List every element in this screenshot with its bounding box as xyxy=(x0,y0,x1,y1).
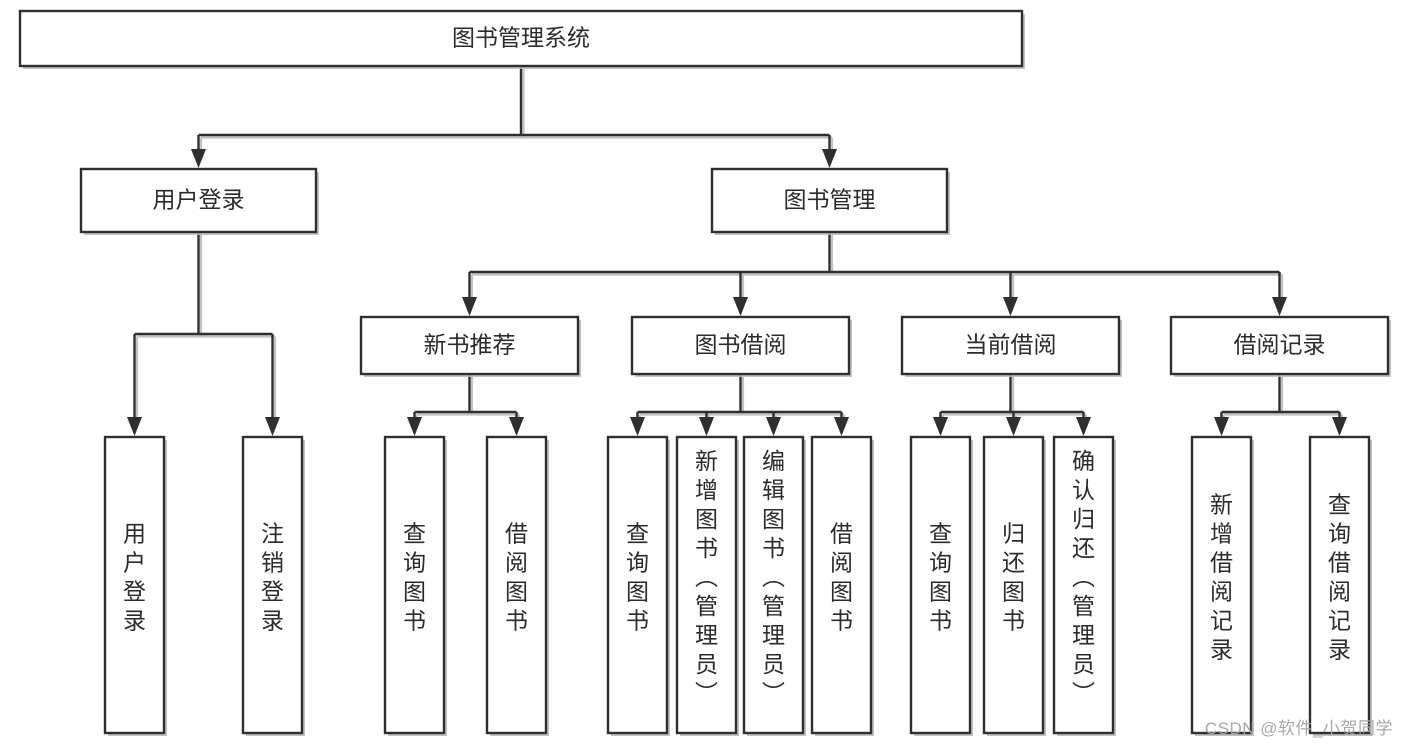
node-label: 当前借阅 xyxy=(965,332,1057,358)
node-leaf-query-book-2[interactable]: 查询图书 xyxy=(606,435,670,736)
arrowhead-icon xyxy=(699,417,714,436)
node-label: 用户登录 xyxy=(123,521,146,634)
arrowhead-icon xyxy=(509,417,524,436)
node-label: 借阅图书 xyxy=(505,521,528,634)
arrowhead-icon xyxy=(630,417,645,436)
node-leaf-borrow-book-1[interactable]: 借阅图书 xyxy=(485,435,549,736)
node-leaf-user-login[interactable]: 用户登录 xyxy=(103,435,167,736)
arrowhead-icon xyxy=(933,417,948,436)
node-user-login[interactable]: 用户登录 xyxy=(79,167,319,235)
node-label: 新增图书︵管理员︶ xyxy=(695,448,718,706)
node-book-manage[interactable]: 图书管理 xyxy=(710,167,950,235)
node-root[interactable]: 图书管理系统 xyxy=(18,9,1025,69)
arrowhead-icon xyxy=(191,149,206,168)
node-label: 图书管理 xyxy=(784,187,876,213)
node-label: 注销登录 xyxy=(261,521,284,634)
arrowhead-icon xyxy=(733,297,748,316)
node-leaf-return-book[interactable]: 归还图书 xyxy=(982,435,1046,736)
node-leaf-borrow-book-2[interactable]: 借阅图书 xyxy=(810,435,874,736)
node-leaf-query-book-3[interactable]: 查询图书 xyxy=(909,435,973,736)
node-label: 查询图书 xyxy=(626,521,649,634)
watermark-text: CSDN @软件_小贺同学 xyxy=(1204,719,1393,738)
arrowhead-icon xyxy=(834,417,849,436)
arrowhead-icon xyxy=(265,417,280,436)
node-current-borrow[interactable]: 当前借阅 xyxy=(900,315,1122,377)
arrowhead-icon xyxy=(1272,297,1287,316)
node-leaf-add-book[interactable]: 新增图书︵管理员︶ xyxy=(675,435,739,736)
node-label: 借阅图书 xyxy=(830,521,853,634)
node-new-book-rec[interactable]: 新书推荐 xyxy=(359,315,581,377)
node-borrow-record[interactable]: 借阅记录 xyxy=(1169,315,1391,377)
connector-layer xyxy=(127,66,1347,436)
arrowhead-icon xyxy=(1214,417,1229,436)
arrowhead-icon xyxy=(462,297,477,316)
node-layer: 图书管理系统用户登录图书管理新书推荐图书借阅当前借阅借阅记录用户登录注销登录查询… xyxy=(18,9,1391,736)
node-label: 新书推荐 xyxy=(424,332,516,358)
node-leaf-user-logout[interactable]: 注销登录 xyxy=(241,435,305,736)
node-label: 图书借阅 xyxy=(695,332,787,358)
node-label: 查询借阅记录 xyxy=(1328,492,1351,663)
arrowhead-icon xyxy=(1003,297,1018,316)
node-label: 查询图书 xyxy=(403,521,426,634)
node-leaf-confirm-return[interactable]: 确认归还︵管理员︶ xyxy=(1052,435,1116,736)
node-label: 用户登录 xyxy=(153,187,245,213)
arrowhead-icon xyxy=(1076,417,1091,436)
node-label: 确认归还︵管理员︶ xyxy=(1072,448,1095,706)
node-leaf-edit-book[interactable]: 编辑图书︵管理员︶ xyxy=(742,435,806,736)
arrowhead-icon xyxy=(127,417,142,436)
node-label: 编辑图书︵管理员︶ xyxy=(762,448,785,706)
arrowhead-icon xyxy=(1332,417,1347,436)
arrowhead-icon xyxy=(822,149,837,168)
node-leaf-query-book-1[interactable]: 查询图书 xyxy=(383,435,447,736)
node-book-borrow[interactable]: 图书借阅 xyxy=(630,315,852,377)
node-label: 查询图书 xyxy=(929,521,952,634)
arrowhead-icon xyxy=(766,417,781,436)
node-label: 新增借阅记录 xyxy=(1210,492,1233,663)
node-label: 图书管理系统 xyxy=(452,25,590,51)
node-label: 归还图书 xyxy=(1002,521,1025,634)
node-leaf-add-record[interactable]: 新增借阅记录 xyxy=(1190,435,1254,736)
arrowhead-icon xyxy=(1006,417,1021,436)
node-leaf-query-record[interactable]: 查询借阅记录 xyxy=(1308,435,1372,736)
arrowhead-icon xyxy=(407,417,422,436)
node-label: 借阅记录 xyxy=(1234,332,1326,358)
